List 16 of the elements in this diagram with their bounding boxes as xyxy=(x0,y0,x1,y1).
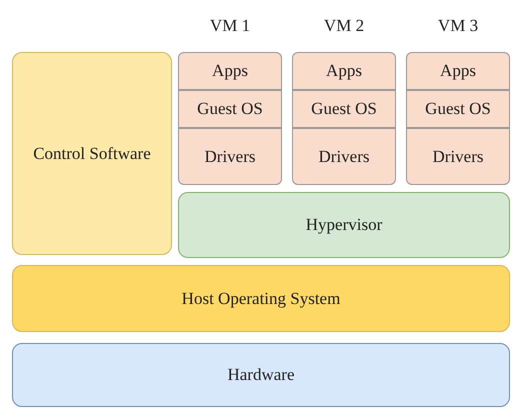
stack-layer: Host Operating System xyxy=(12,265,510,332)
vm-layer: Drivers xyxy=(178,128,282,185)
vm-layer: Guest OS xyxy=(406,90,510,128)
vm-layer: Drivers xyxy=(292,128,396,185)
vm-layer: Apps xyxy=(178,52,282,90)
vm-layer: Drivers xyxy=(406,128,510,185)
column-heading: VM 3 xyxy=(436,16,480,36)
vm-layer: Guest OS xyxy=(292,90,396,128)
stack-layer: Hypervisor xyxy=(178,192,510,258)
side-panel: Control Software xyxy=(12,52,172,255)
column-heading: VM 1 xyxy=(208,16,252,36)
vm-layer: Apps xyxy=(406,52,510,90)
column-heading: VM 2 xyxy=(322,16,366,36)
vm-layer: Guest OS xyxy=(178,90,282,128)
stack-layer: Hardware xyxy=(12,343,510,407)
vm-layer: Apps xyxy=(292,52,396,90)
